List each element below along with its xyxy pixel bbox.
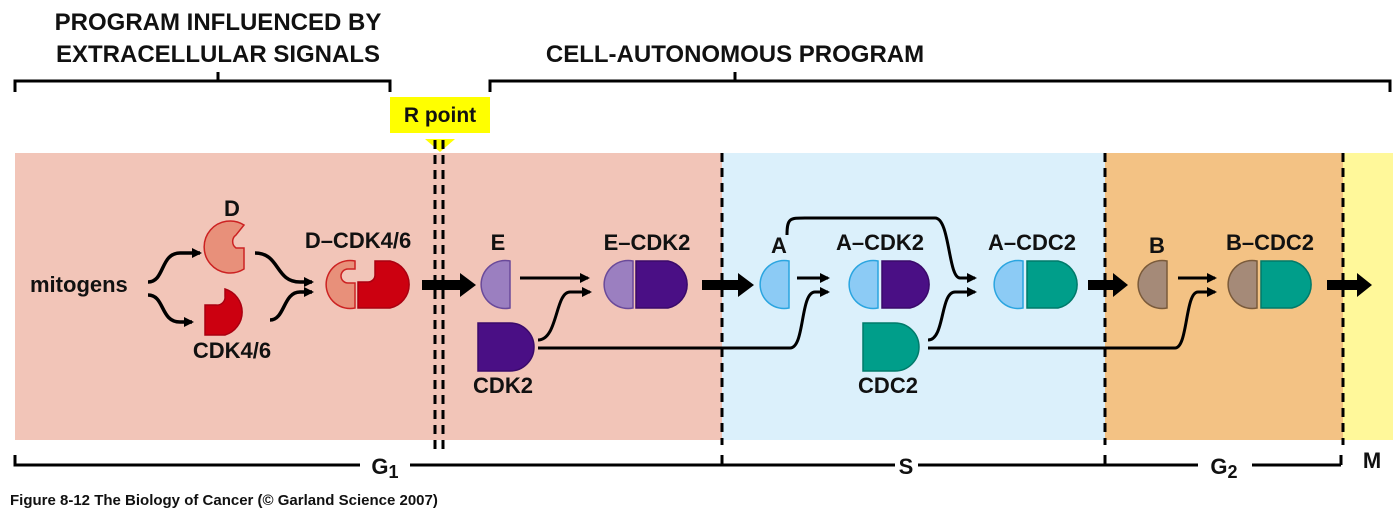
phase-label-s: S [899,454,914,479]
cyclin-a-shape [759,259,790,310]
complex-b-cdc2-cdc2 [1260,260,1312,309]
arrow-mitogens-to-cdk46 [147,293,194,327]
label-cyclin-d: D [224,196,240,221]
r-point-label-box [390,97,490,133]
label-cdk46: CDK4/6 [193,338,271,363]
label-b-cdc2: B–CDC2 [1226,230,1314,255]
line-cdc2-to-b-complex [928,287,1217,350]
complex-a-cdc2-cdc2 [1026,260,1078,309]
arrow-cdk2-to-e-complex [537,287,592,342]
line-cdk2-to-a-complex [538,287,830,350]
label-e-cdk2: E–CDK2 [604,230,691,255]
cyclin-b-shape [1137,259,1168,310]
arrow-cdc2-to-a-cdc2 [927,287,977,342]
label-cdk2: CDK2 [473,373,533,398]
cdk2-shape [477,322,535,372]
complex-e-cdk2-cdk2 [635,260,688,309]
bracket-extracellular [13,72,392,92]
cyclin-e-shape [480,259,511,310]
phase-band-m [1343,153,1393,440]
arrow-cdk46-to-complex [269,287,314,322]
complex-d-cdk46-cyclin-d [325,259,356,310]
label-mitogens: mitogens [30,272,128,297]
phase-label-g1: G1 [371,454,398,482]
complex-b-cdc2-cyclin-b [1227,259,1258,310]
header-left-line2: EXTRACELLULAR SIGNALS [56,41,380,68]
label-cdc2: CDC2 [858,373,918,398]
progression-arrow-4 [1327,273,1372,297]
header-right: CELL-AUTONOMOUS PROGRAM [546,41,924,68]
label-d-cdk46: D–CDK4/6 [305,228,411,253]
complex-e-cdk2-cyclin-e [603,259,634,310]
complex-d-cdk46-cdk [357,260,410,309]
progression-arrow-3 [1088,273,1128,297]
figure-caption: Figure 8-12 The Biology of Cancer (© Gar… [10,492,438,509]
header-left-line1: PROGRAM INFLUENCED BY [55,9,382,36]
label-a-cdc2: A–CDC2 [988,230,1076,255]
complex-a-cdc2-cyclin-a [993,259,1024,310]
phase-label-m: M [1363,448,1381,473]
bracket-cell-autonomous [488,72,1392,92]
complex-a-cdk2-cdk2 [881,260,930,309]
label-cyclin-e: E [491,230,506,255]
progression-arrow-1 [422,273,476,297]
progression-arrow-2 [702,273,754,297]
cdk46-shape [204,287,243,336]
label-a-cdk2: A–CDK2 [836,230,924,255]
arrow-mitogens-to-d [147,248,202,284]
r-point-arrow-icon [425,139,455,152]
label-cyclin-b: B [1149,233,1165,258]
r-point-label: R point [404,104,476,127]
arrow-d-to-complex [254,251,314,287]
cdc2-shape [862,322,920,372]
phase-axis [13,455,1343,467]
label-cyclin-a: A [771,233,787,258]
arrow-a-to-a-cdc2 [785,216,977,283]
complex-a-cdk2-cyclin-a [848,259,879,310]
cyclin-d-shape [203,220,246,274]
phase-label-g2: G2 [1210,454,1237,482]
r-point-marker: R point [390,97,490,152]
